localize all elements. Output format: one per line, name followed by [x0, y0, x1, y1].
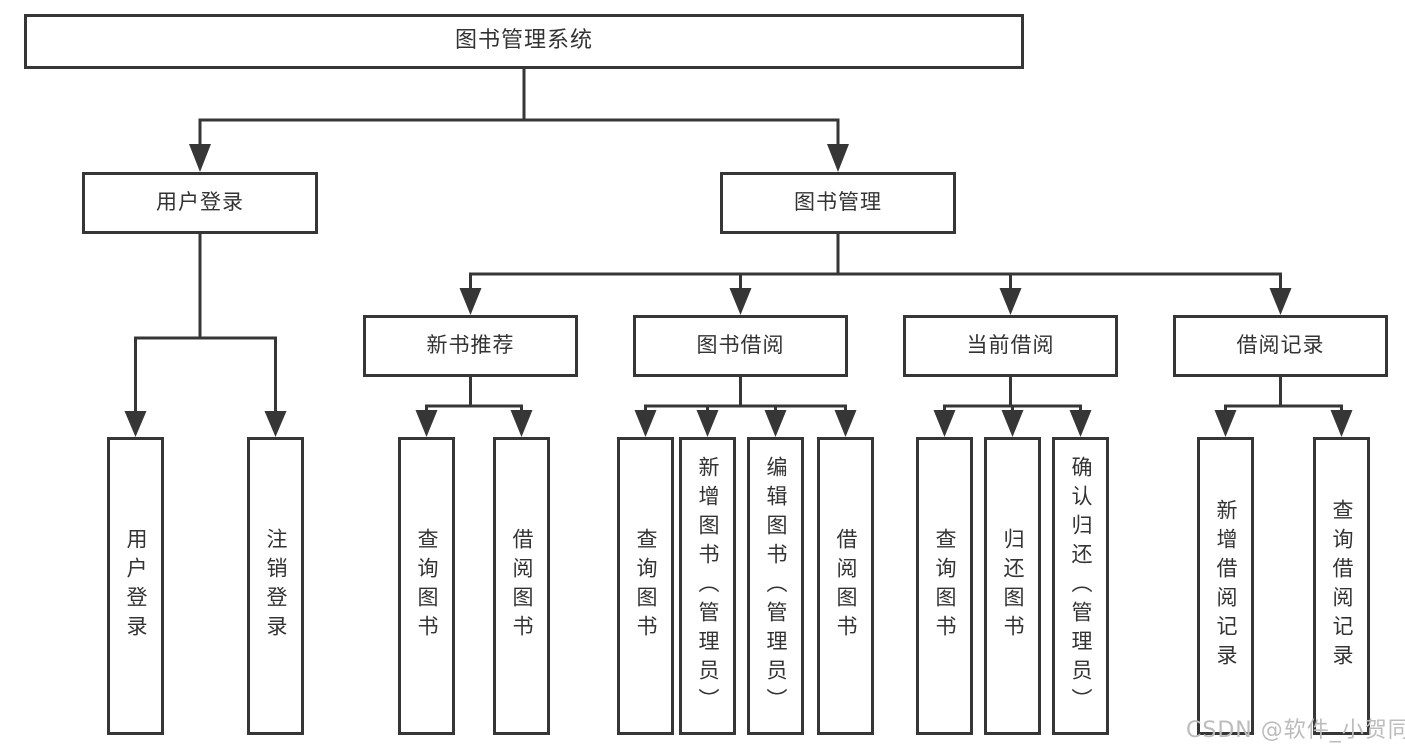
node-new-book-recommendation: 新书推荐 [363, 315, 578, 377]
arrowhead [1001, 410, 1024, 437]
arrowhead [933, 410, 956, 437]
connector-borrow-record-to-leaves [1224, 375, 1343, 414]
arrowhead [834, 410, 857, 437]
node-library-management-system: 图书管理系统 [24, 14, 1024, 69]
node-book-management: 图书管理 [720, 172, 956, 234]
leaf-bb-edit-books-admin: 编辑图书（管理员） [747, 437, 804, 735]
leaf-user-login: 用户登录 [107, 437, 164, 735]
connector-root-to-level2 [198, 67, 840, 148]
leaf-nb-borrow-books: 借阅图书 [493, 437, 550, 735]
leaf-cb-query-books: 查询图书 [916, 437, 973, 735]
arrowhead [1269, 288, 1292, 315]
connector-book-management-to-level3 [469, 232, 1282, 292]
connector-book-borrow-to-leaves [644, 375, 847, 414]
arrowhead [189, 144, 211, 172]
node-borrowing-records: 借阅记录 [1173, 315, 1388, 377]
arrowhead [1069, 410, 1092, 437]
connector-new-book-to-leaves [425, 375, 523, 414]
arrowhead [264, 411, 287, 437]
arrowhead [764, 410, 787, 437]
arrowhead [827, 144, 849, 172]
leaf-cb-confirm-return-admin: 确认归还（管理员） [1052, 437, 1109, 735]
arrowhead [729, 288, 752, 315]
leaf-cb-return-books: 归还图书 [984, 437, 1041, 735]
leaf-br-query-borrow-record: 查询借阅记录 [1313, 437, 1370, 735]
arrowhead [696, 410, 719, 437]
leaf-bb-borrow-books: 借阅图书 [817, 437, 874, 735]
leaf-nb-query-books: 查询图书 [398, 437, 455, 735]
arrowhead [459, 288, 482, 315]
arrowhead [124, 411, 147, 437]
arrowhead [1330, 410, 1353, 437]
arrowhead [510, 410, 533, 437]
leaf-br-add-borrow-record: 新增借阅记录 [1197, 437, 1254, 735]
arrowhead [1214, 410, 1237, 437]
arrowhead [415, 410, 438, 437]
watermark-csdn: CSDN @软件_小贺同学 [1186, 718, 1405, 743]
leaf-logout: 注销登录 [247, 437, 304, 735]
node-book-borrowing: 图书借阅 [633, 315, 848, 377]
leaf-bb-query-books: 查询图书 [617, 437, 674, 735]
connector-current-borrow-to-leaves [943, 375, 1082, 414]
leaf-bb-add-books-admin: 新增图书（管理员） [679, 437, 736, 735]
arrowhead [634, 410, 657, 437]
node-current-borrowing: 当前借阅 [903, 315, 1118, 377]
node-user-login: 用户登录 [82, 172, 318, 234]
arrowhead [999, 288, 1022, 315]
connector-user-login-to-leaves [134, 232, 277, 415]
